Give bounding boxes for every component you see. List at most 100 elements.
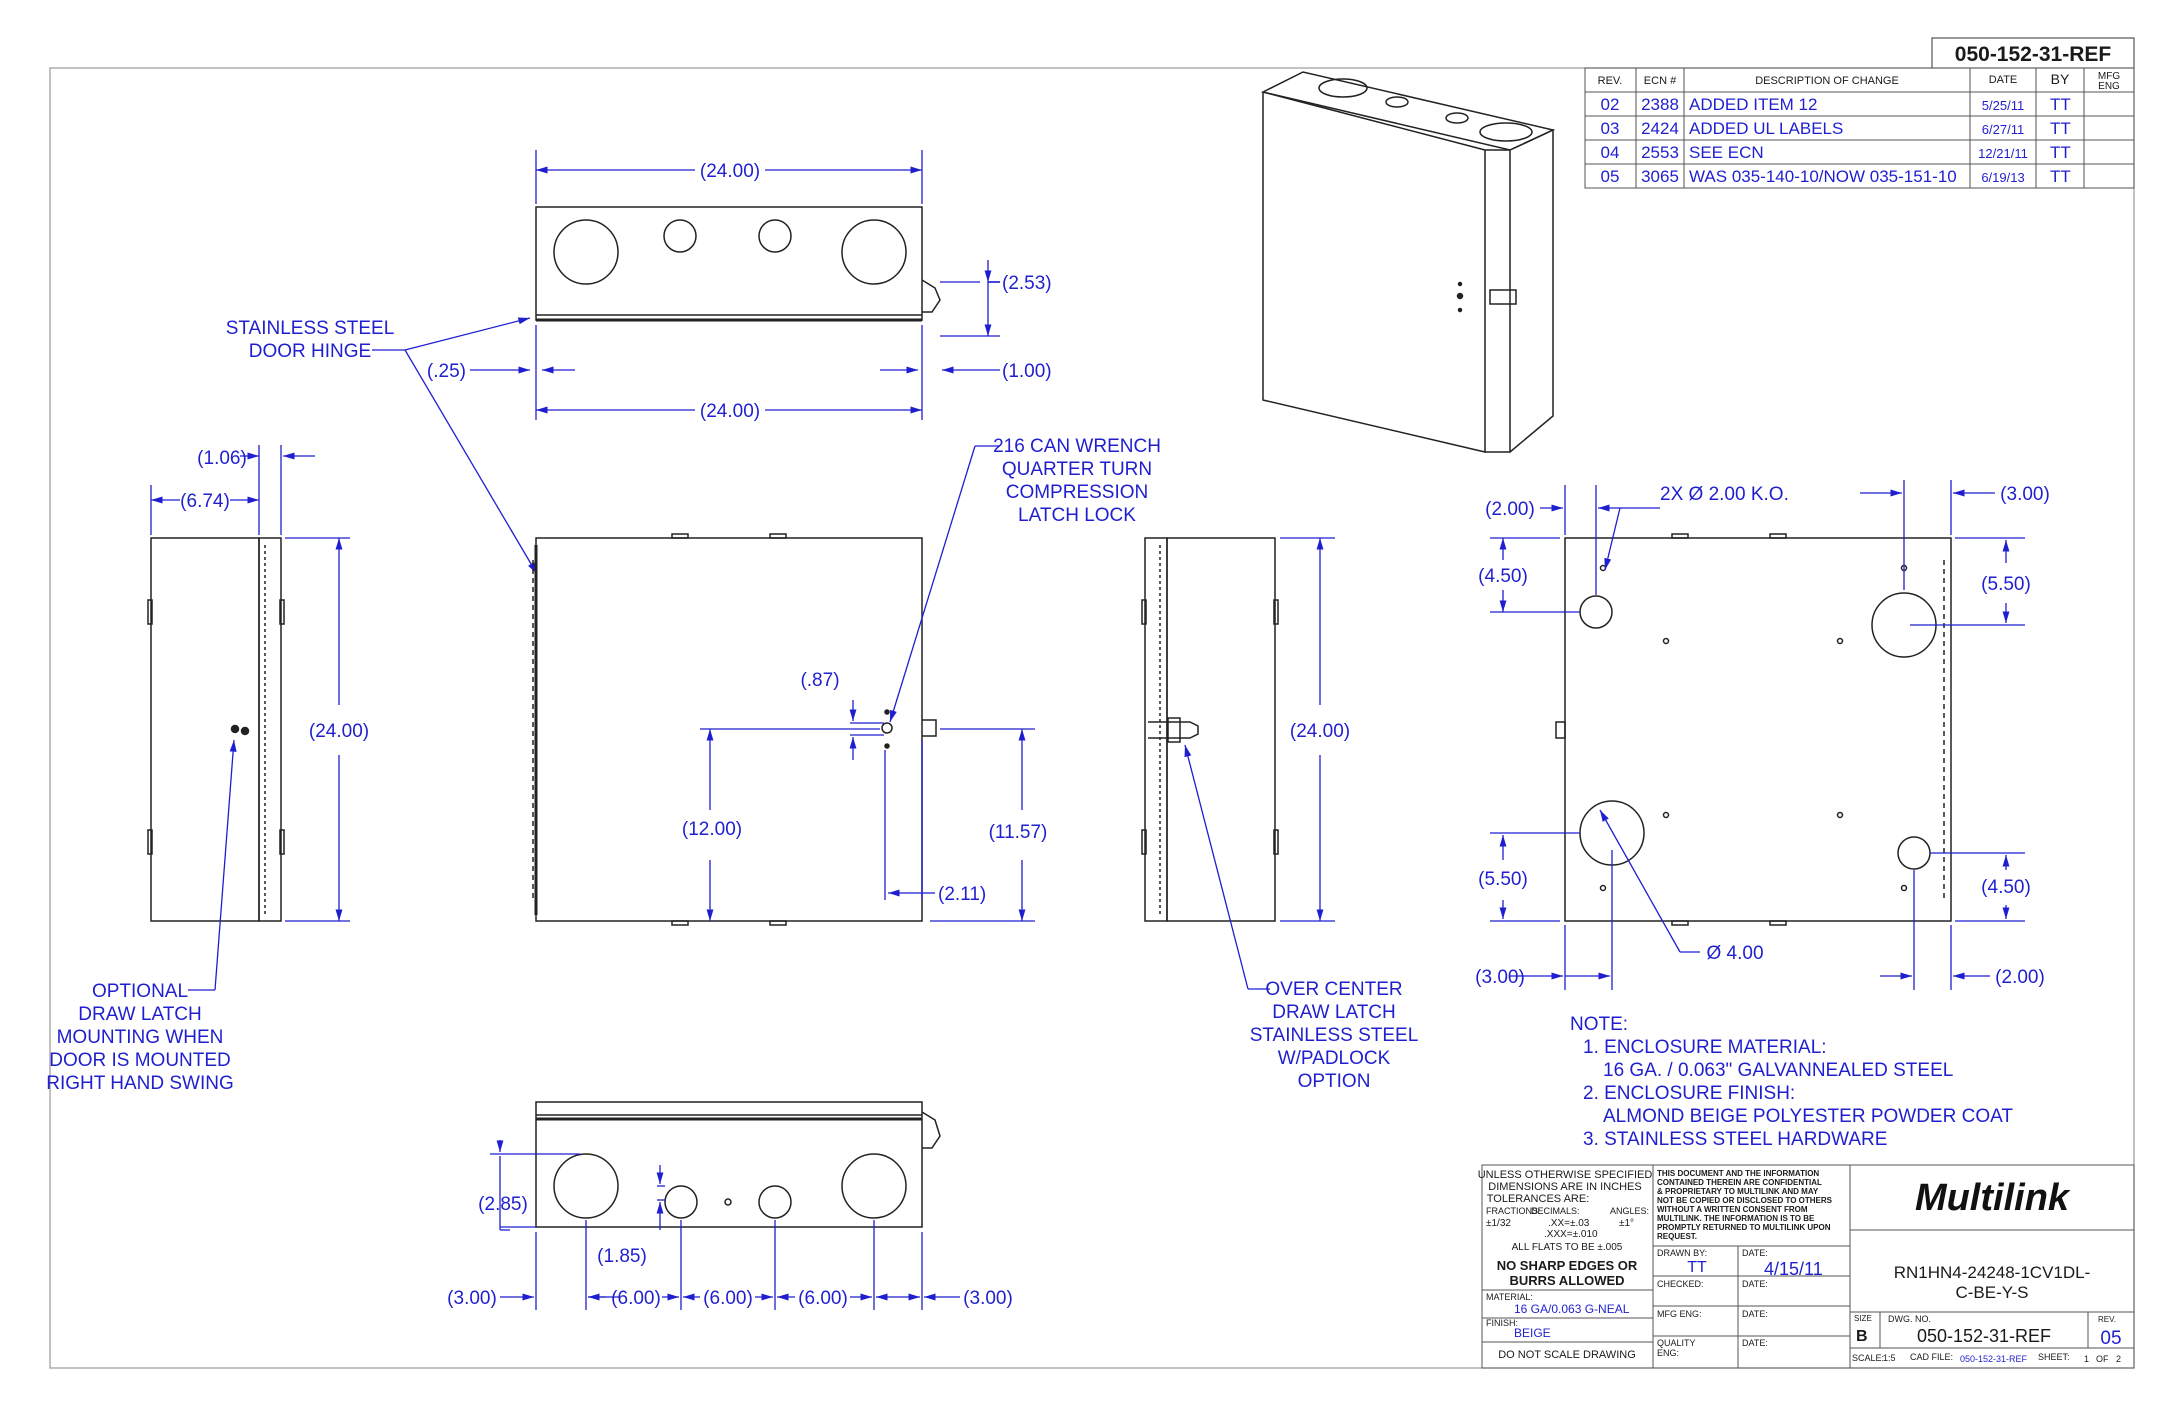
dim-2-11: (2.11) (938, 884, 986, 905)
company-block: Multilink RN1HN4-24248-1CV1DL- C-BE-Y-S … (1852, 1177, 2122, 1364)
latch-1-00-dim: (1.00) (1002, 361, 1052, 382)
revision-row: 05 3065 WAS 035-140-10/NOW 035-151-10 6/… (1601, 167, 2071, 186)
left-side-dimension-labels: (1.06) (6.74) (24.00) (180, 448, 369, 742)
confidential-line-1: THIS DOCUMENT AND THE INFORMATION (1657, 1169, 1819, 1178)
over-center-line-5: OPTION (1298, 1071, 1371, 1092)
over-center-line-3: STAINLESS STEEL (1250, 1025, 1419, 1046)
eng-header: ENG (2098, 81, 2120, 92)
top-view-dimension-labels: (24.00) (24.00) (2.53) (.25) (1.00) (427, 161, 1052, 422)
description-cell: ADDED UL LABELS (1689, 119, 1843, 138)
optional-latch-line-1: OPTIONAL (92, 981, 188, 1002)
date-cell: 5/25/11 (1982, 98, 2024, 113)
dwg-no-value: 050-152-31-REF (1917, 1326, 2051, 1346)
rev-label: REV. (2098, 1315, 2116, 1324)
date-cell: 12/21/11 (1978, 146, 2028, 161)
isometric-view (1260, 71, 1556, 453)
back-dim-5-50-right: (5.50) (1981, 574, 2031, 595)
dim-1-06: (1.06) (197, 448, 247, 469)
note-line-2: 16 GA. / 0.063" GALVANNEALED STEEL (1603, 1060, 1953, 1081)
revision-table-headers: REV. ECN # DESCRIPTION OF CHANGE DATE BY… (1598, 71, 2121, 92)
drawing-number-tag: 050-152-31-REF (1955, 43, 2112, 66)
front-view-dimension-labels: (.87) (12.00) (11.57) (2.11) (682, 670, 1048, 905)
confidential-line-5: WITHOUT A WRITTEN CONSENT FROM (1657, 1205, 1808, 1214)
bottom-view (535, 1101, 941, 1228)
by-cell: TT (2050, 119, 2071, 138)
back-ko-callout: 2X Ø 2.00 K.O. (1660, 484, 1789, 505)
back-dim-2-00-bottom: (2.00) (1995, 967, 2045, 988)
lock-callout-line-1: 216 CAN WRENCH (993, 436, 1161, 457)
company-logo: Multilink (1915, 1177, 2071, 1219)
cad-file-label: CAD FILE: (1910, 1352, 1953, 1362)
note-line-1: 1. ENCLOSURE MATERIAL: (1583, 1037, 1827, 1058)
material-value: 16 GA/0.063 G-NEAL (1514, 1302, 1630, 1316)
checked-date-label: DATE: (1742, 1279, 1768, 1289)
scale-label: SCALE: (1852, 1353, 1884, 1363)
decimals-value-1: .XX=±.03 (1548, 1218, 1590, 1229)
dim-3-00-left: (3.00) (447, 1288, 497, 1309)
checked-label: CHECKED: (1657, 1279, 1704, 1289)
left-side-dimensions (150, 445, 350, 922)
back-view-dimension-labels: (2.00) 2X Ø 2.00 K.O. (3.00) (4.50) (5.5… (1475, 484, 2050, 988)
confidential-line-4: NOT BE COPIED OR DISCLOSED TO OTHERS (1657, 1196, 1833, 1205)
sheet-total: 2 (2116, 1354, 2121, 1364)
over-center-callout: OVER CENTER DRAW LATCH STAINLESS STEEL W… (1184, 744, 1419, 1092)
dim-2-85: (2.85) (478, 1194, 528, 1215)
right-side-view (1141, 537, 1279, 922)
ecn-cell: 2388 (1641, 95, 1679, 114)
description-header: DESCRIPTION OF CHANGE (1755, 75, 1899, 87)
fractions-label: FRACTIONS: (1486, 1206, 1541, 1216)
bottom-view-dimension-labels: (2.85) (1.85) (3.00) (6.00) (6.00) (6.00… (447, 1194, 1013, 1309)
notes-block: NOTE: 1. ENCLOSURE MATERIAL: 16 GA. / 0.… (1570, 1014, 2013, 1150)
tolerance-line-1: UNLESS OTHERWISE SPECIFIED (1478, 1169, 1653, 1181)
confidential-line-7: PROMPTLY RETURNED TO MULTILINK UPON (1657, 1223, 1831, 1232)
drawn-date-label: DATE: (1742, 1248, 1768, 1258)
dim-0-87: (.87) (800, 670, 839, 691)
hinge-callout: STAINLESS STEEL DOOR HINGE (226, 317, 538, 575)
note-line-3: 2. ENCLOSURE FINISH: (1583, 1083, 1795, 1104)
back-dim-2-00-top: (2.00) (1485, 499, 1535, 520)
angles-label: ANGLES: (1610, 1206, 1649, 1216)
ecn-cell: 3065 (1641, 167, 1679, 186)
dwg-no-label: DWG. NO. (1888, 1314, 1931, 1324)
latch-2-53-dim: (2.53) (1002, 273, 1052, 294)
hinge-callout-line-2: DOOR HINGE (249, 341, 371, 362)
top-width-dim-2: (24.00) (700, 401, 760, 422)
mfg-eng-label: MFG ENG: (1657, 1309, 1702, 1319)
material-label: MATERIAL: (1486, 1292, 1533, 1302)
right-height-dim: (24.00) (1290, 721, 1350, 742)
tolerance-line-3: TOLERANCES ARE: (1487, 1193, 1590, 1205)
hinge-callout-line-1: STAINLESS STEEL (226, 318, 395, 339)
confidential-block: THIS DOCUMENT AND THE INFORMATION CONTAI… (1657, 1169, 1833, 1241)
ecn-cell: 2553 (1641, 143, 1679, 162)
no-sharp-line-2: BURRS ALLOWED (1509, 1273, 1624, 1288)
lock-callout-line-3: COMPRESSION (1006, 482, 1149, 503)
lock-callout-line-4: LATCH LOCK (1018, 505, 1136, 526)
by-header: BY (2051, 71, 2070, 87)
back-dim-4-50-left: (4.50) (1478, 566, 1528, 587)
ecn-cell: 2424 (1641, 119, 1679, 138)
by-cell: TT (2050, 167, 2071, 186)
optional-latch-callout: OPTIONAL DRAW LATCH MOUNTING WHEN DOOR I… (46, 739, 237, 1094)
rev-cell: 02 (1601, 95, 1620, 114)
confidential-line-6: MULTILINK. THE INFORMATION IS TO BE (1657, 1214, 1815, 1223)
hinge-0-25-dim: (.25) (427, 361, 466, 382)
top-width-dim: (24.00) (700, 161, 760, 182)
size-label: SIZE (1854, 1314, 1872, 1323)
revision-table-rows: 02 2388 ADDED ITEM 12 5/25/11 TT 03 2424… (1601, 95, 2071, 186)
rev-header: REV. (1598, 75, 1623, 87)
date-cell: 6/19/13 (1981, 170, 2024, 185)
dim-12-00: (12.00) (682, 819, 742, 840)
drawn-by-label: DRAWN BY: (1657, 1248, 1707, 1258)
no-sharp-line-1: NO SHARP EDGES OR (1497, 1258, 1638, 1273)
top-view (535, 206, 941, 322)
bottom-view-dimensions (490, 1140, 960, 1310)
decimals-value-2: .XXX=±.010 (1544, 1229, 1598, 1240)
right-side-dimensions (1280, 537, 1335, 922)
over-center-line-2: DRAW LATCH (1272, 1002, 1396, 1023)
dim-3-00-right: (3.00) (963, 1288, 1013, 1309)
back-view (1555, 533, 1952, 926)
front-view (532, 533, 937, 926)
over-center-line-1: OVER CENTER (1265, 979, 1402, 1000)
decimals-label: DECIMALS: (1531, 1206, 1580, 1216)
